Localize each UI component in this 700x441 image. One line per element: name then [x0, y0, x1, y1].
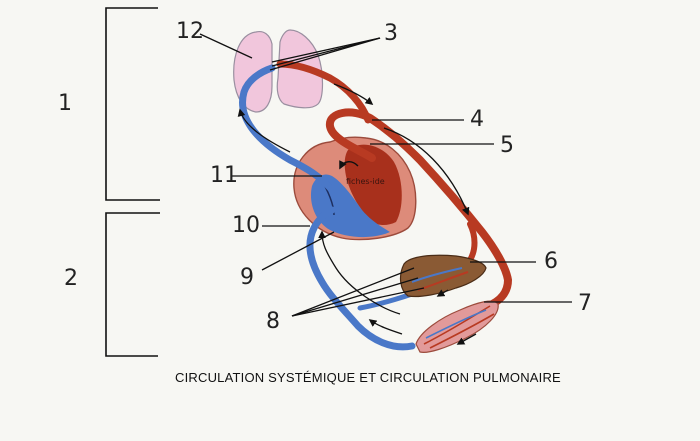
label-10: 10 — [232, 213, 260, 238]
flow-arrow-liver — [436, 289, 449, 297]
flow-arrow-muscle — [456, 333, 477, 345]
flow-arrow-to-heart — [333, 83, 374, 105]
bracket-label-1: 1 — [58, 91, 72, 116]
flow-arrows — [237, 83, 477, 345]
bracket-label-2: 2 — [64, 266, 78, 291]
diagram-caption: CIRCULATION SYSTÉMIQUE ET CIRCULATION PU… — [175, 370, 561, 385]
watermark: fiches-ide — [346, 177, 385, 186]
flow-arrow-aorta — [383, 127, 470, 216]
bracket-lower — [105, 212, 160, 357]
label-5: 5 — [500, 133, 514, 158]
flow-arrow-systemic-return — [318, 230, 401, 315]
label-9: 9 — [240, 265, 254, 290]
label-11: 11 — [210, 163, 238, 188]
leader-lines — [199, 33, 572, 317]
bracket-upper — [105, 7, 160, 201]
capillary-lines — [423, 305, 495, 349]
label-3: 3 — [384, 21, 398, 46]
left-heart-chambers — [344, 144, 402, 225]
heart-inner-arrow — [339, 160, 359, 170]
label-6: 6 — [544, 249, 558, 274]
liver — [399, 254, 487, 298]
label-12: 12 — [176, 19, 204, 44]
flow-arrow-vena — [368, 319, 403, 335]
label-8: 8 — [266, 309, 280, 334]
label-7: 7 — [578, 291, 592, 316]
label-4: 4 — [470, 107, 484, 132]
flow-arrow-lung-return — [237, 108, 291, 153]
